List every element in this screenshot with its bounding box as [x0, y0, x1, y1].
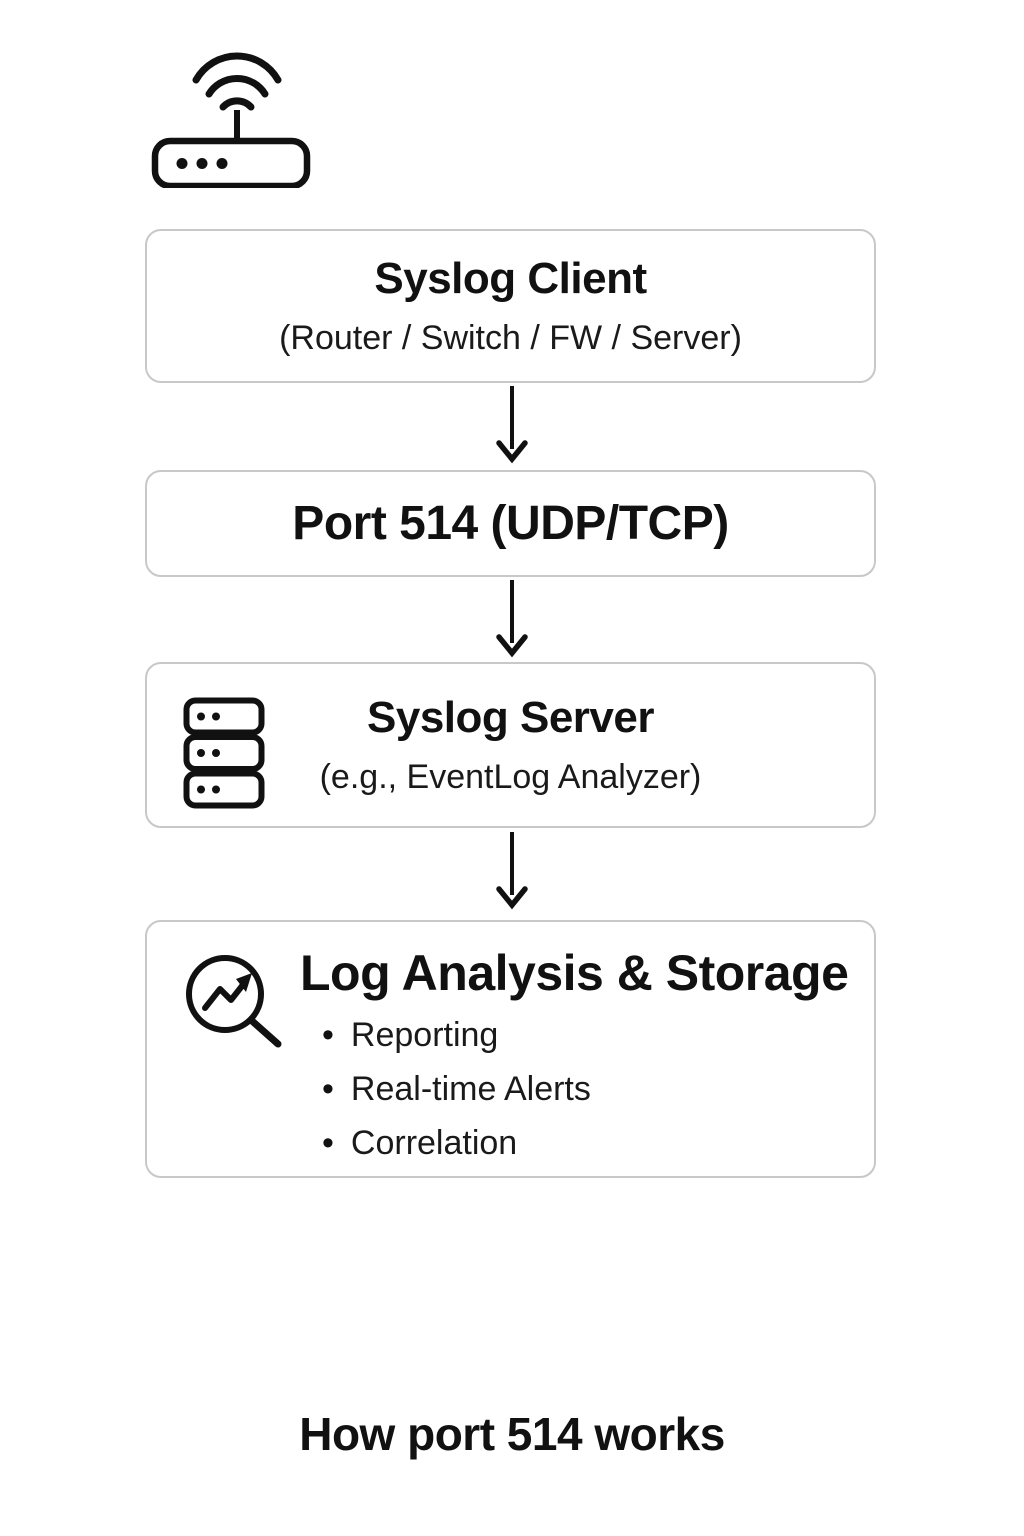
node-log-analysis-title: Log Analysis & Storage — [300, 945, 849, 1001]
log-analysis-bullet-list: • Reporting • Real-time Alerts • Correla… — [322, 1008, 874, 1170]
bullet-label: Real-time Alerts — [350, 1070, 591, 1108]
server-rack-icon — [183, 697, 265, 809]
list-item: • Reporting — [322, 1008, 874, 1062]
node-log-analysis: Log Analysis & Storage • Reporting • Rea… — [145, 920, 876, 1178]
list-item: • Correlation — [322, 1116, 874, 1170]
node-syslog-client-title: Syslog Client — [374, 254, 647, 303]
down-arrow-icon — [496, 580, 528, 658]
node-syslog-client: Syslog Client (Router / Switch / FW / Se… — [145, 229, 876, 383]
bullet-dot: • — [322, 1016, 334, 1054]
down-arrow-icon — [496, 386, 528, 464]
node-syslog-server-title: Syslog Server — [367, 693, 655, 742]
bullet-label: Correlation — [350, 1124, 518, 1162]
down-arrow-icon — [496, 832, 528, 910]
node-syslog-server-subtitle: (e.g., EventLog Analyzer) — [319, 758, 702, 796]
diagram-caption: How port 514 works — [299, 1408, 725, 1460]
bullet-label: Reporting — [350, 1016, 499, 1054]
node-syslog-client-subtitle: (Router / Switch / FW / Server) — [279, 319, 742, 357]
list-item: • Real-time Alerts — [322, 1062, 874, 1116]
bullet-dot: • — [322, 1124, 334, 1162]
node-port-514: Port 514 (UDP/TCP) — [145, 470, 876, 577]
node-syslog-server: Syslog Server (e.g., EventLog Analyzer) — [145, 662, 876, 828]
node-port-514-title: Port 514 (UDP/TCP) — [292, 496, 729, 550]
wifi-router-icon — [151, 52, 311, 188]
chart-magnifier-icon — [186, 955, 282, 1048]
bullet-dot: • — [322, 1070, 334, 1108]
